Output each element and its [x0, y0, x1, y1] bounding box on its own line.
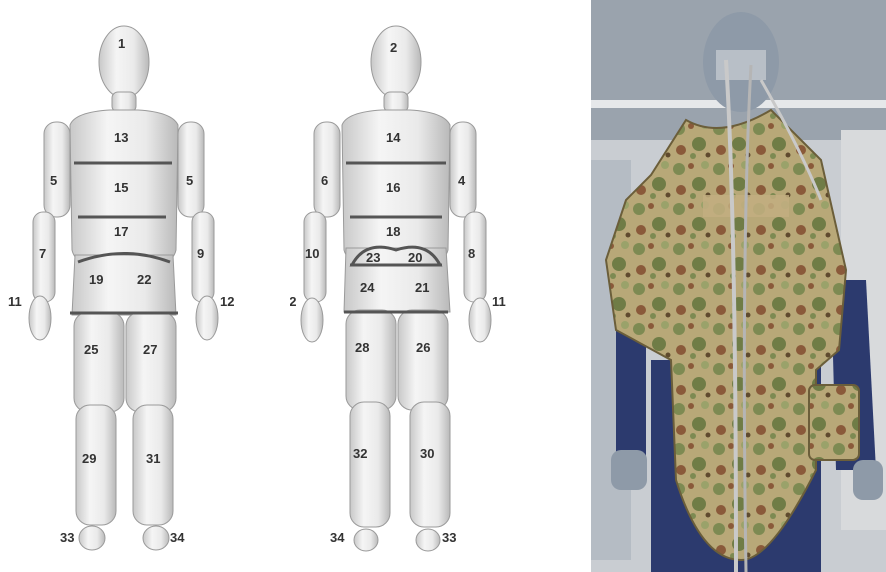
- label-shin-right: 31: [146, 451, 160, 466]
- label-seat-left: 24: [360, 280, 375, 295]
- mannequin-body: [29, 26, 218, 550]
- label-calf-left: 32: [353, 446, 367, 461]
- label-head: 1: [118, 36, 125, 51]
- mannequin-front-view: 1 13 15 17 5 5 7 9 11 12 19 22 25 27 29 …: [0, 0, 300, 572]
- label-buttock-left: 23: [366, 250, 380, 265]
- label-upper-back: 14: [386, 130, 401, 145]
- label-abdomen: 17: [114, 224, 128, 239]
- label-upper-arm-left: 5: [50, 173, 57, 188]
- label-thigh-right: 26: [416, 340, 430, 355]
- label-upper-arm-right: 5: [186, 173, 193, 188]
- label-hip-right: 22: [137, 272, 151, 287]
- label-buttock-right: 20: [408, 250, 422, 265]
- label-mid-back: 16: [386, 180, 400, 195]
- label-thigh-left: 25: [84, 342, 98, 357]
- label-thigh-right: 27: [143, 342, 157, 357]
- label-head: 2: [390, 40, 397, 55]
- label-hip-left: 19: [89, 272, 103, 287]
- label-forearm-left: 7: [39, 246, 46, 261]
- label-upper-chest: 13: [114, 130, 128, 145]
- mannequin-body: [301, 26, 491, 551]
- label-upper-arm-left: 6: [321, 173, 328, 188]
- vest-photo: [591, 0, 886, 572]
- label-forearm-right: 8: [468, 246, 475, 261]
- mannequin-back-view: 2 14 16 18 6 4 10 8 12 11 23 20 24 21 28…: [290, 0, 590, 572]
- label-calf-right: 30: [420, 446, 434, 461]
- label-hand-left: 11: [8, 294, 22, 309]
- label-upper-arm-right: 4: [458, 173, 466, 188]
- label-hand-right: 11: [492, 294, 506, 309]
- label-forearm-right: 9: [197, 246, 204, 261]
- label-hand-left: 12: [290, 294, 296, 309]
- label-foot-right: 33: [442, 530, 456, 545]
- label-shin-left: 29: [82, 451, 96, 466]
- label-seat-right: 21: [415, 280, 429, 295]
- label-thigh-left: 28: [355, 340, 369, 355]
- label-lower-back: 18: [386, 224, 400, 239]
- label-hand-right: 12: [220, 294, 234, 309]
- label-forearm-left: 10: [305, 246, 319, 261]
- label-foot-left: 34: [330, 530, 345, 545]
- label-lower-chest: 15: [114, 180, 128, 195]
- label-foot-right: 34: [170, 530, 185, 545]
- label-foot-left: 33: [60, 530, 74, 545]
